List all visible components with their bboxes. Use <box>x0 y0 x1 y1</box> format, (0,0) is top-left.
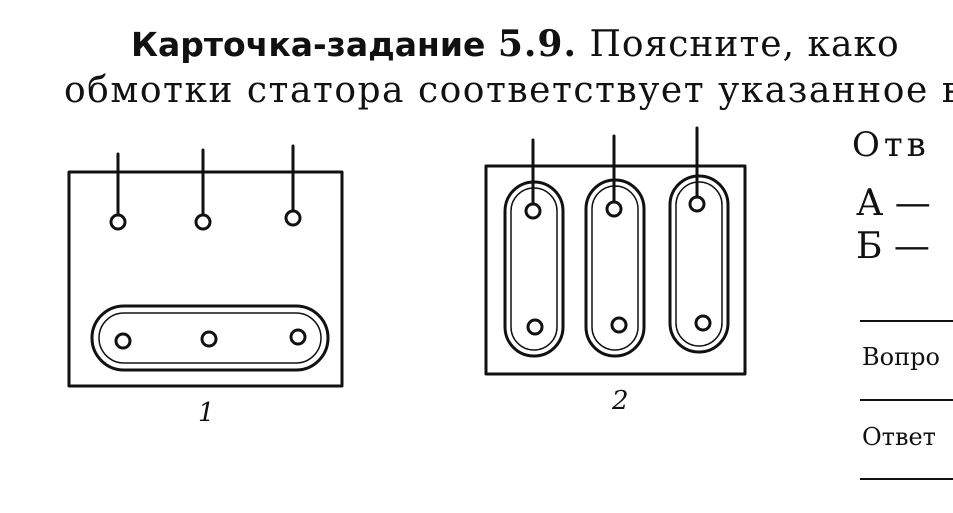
figure-1-terminal-bottom-1 <box>114 332 132 350</box>
figure-2-terminal-bottom-1 <box>526 318 544 336</box>
card-label: Карточка-задание <box>131 25 486 64</box>
figure-2-terminal-bottom-2 <box>610 316 628 334</box>
figure-1-terminal-bottom-3 <box>289 328 307 346</box>
card-number: 5.9. <box>497 23 577 65</box>
task-text-line1: Поясните, како <box>589 24 900 65</box>
figure-2-terminal-top-1 <box>524 202 542 220</box>
figure-1-terminal-box <box>67 144 344 388</box>
task-text-line2: обмотки статора соответствует указанное … <box>64 70 953 111</box>
answer-line-2 <box>860 399 953 401</box>
figure-1-box-outline <box>67 170 344 388</box>
figure-1-label: 1 <box>198 398 215 428</box>
question-label: Вопро <box>862 343 940 371</box>
answer-option-a: А — <box>856 183 931 224</box>
answer-option-b: Б — <box>856 226 930 267</box>
figure-2-terminal-top-3 <box>688 195 706 213</box>
figure-2-jumper-3-outer <box>668 174 730 354</box>
answer-label: Ответ <box>862 423 936 451</box>
figure-2-terminal-top-2 <box>605 200 623 218</box>
figure-2-jumper-2-inner <box>591 185 639 351</box>
figure-2-jumper-1-outer <box>503 180 565 358</box>
figure-1-terminal-top-2 <box>194 213 212 231</box>
answer-heading: Отв <box>852 125 930 165</box>
figure-2-terminal-bottom-3 <box>694 314 712 332</box>
answer-line-3 <box>860 478 953 480</box>
figure-1-jumper-inner <box>98 312 322 364</box>
figure-2-jumper-3-inner <box>675 181 723 347</box>
figure-1-terminal-top-3 <box>284 209 302 227</box>
figure-2-label: 2 <box>612 386 629 416</box>
figure-2-terminal-box <box>484 126 747 376</box>
answer-line-1 <box>860 320 953 322</box>
figure-2-jumper-1-inner <box>510 187 558 351</box>
figure-2-jumper-2-outer <box>584 178 646 358</box>
figure-1-jumper-outer <box>90 304 330 372</box>
figure-1-terminal-bottom-2 <box>200 330 218 348</box>
task-heading: Карточка-задание 5.9. Поясните, како <box>131 26 900 63</box>
figure-1-terminal-top-1 <box>109 213 127 231</box>
